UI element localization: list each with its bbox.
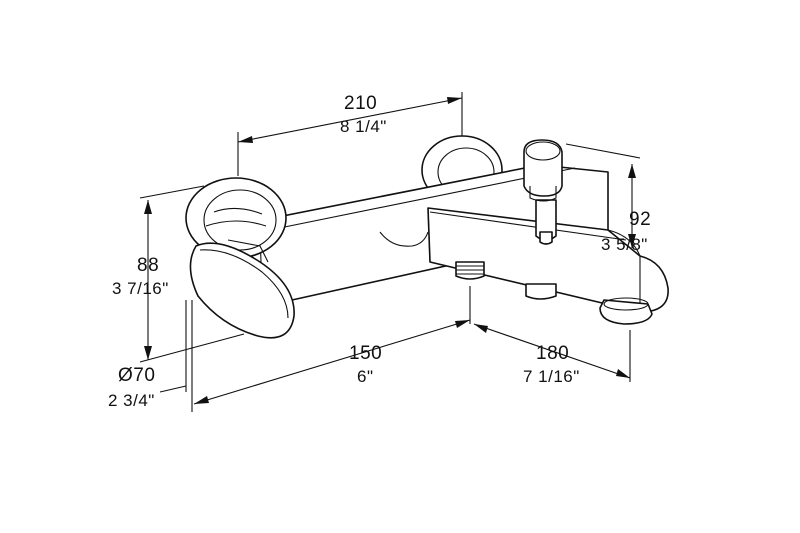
dimension-88-inch: 3 7/16" — [112, 279, 169, 298]
dimension-210-inch: 8 1/4" — [340, 117, 387, 136]
dimension-150-mm: 150 — [349, 343, 383, 364]
dimension-line-210 — [237, 92, 463, 176]
connection-nut-right — [525, 283, 557, 300]
dimension-line-92 — [565, 143, 641, 248]
lever-handle — [189, 239, 295, 339]
dimension-line-180 — [473, 323, 631, 382]
dimension-180-inch: 7 1/16" — [523, 367, 580, 386]
dimension-92-mm: 92 — [629, 209, 652, 230]
dimension-diameter-inch: 2 3/4" — [108, 391, 155, 410]
diverter-knob — [523, 139, 563, 245]
dimension-180-mm: 180 — [536, 343, 570, 364]
dimension-88-mm: 88 — [137, 255, 160, 276]
dimension-92-inch: 3 5/8" — [601, 235, 648, 254]
dimension-diameter-mm: Ø70 — [118, 365, 156, 386]
dimension-210-mm: 210 — [344, 93, 378, 114]
dimension-150-inch: 6" — [357, 367, 374, 386]
dimension-line-150 — [191, 286, 471, 412]
spout — [427, 207, 669, 325]
dimension-line-diameter — [159, 300, 187, 393]
connection-nut-left — [455, 261, 485, 280]
